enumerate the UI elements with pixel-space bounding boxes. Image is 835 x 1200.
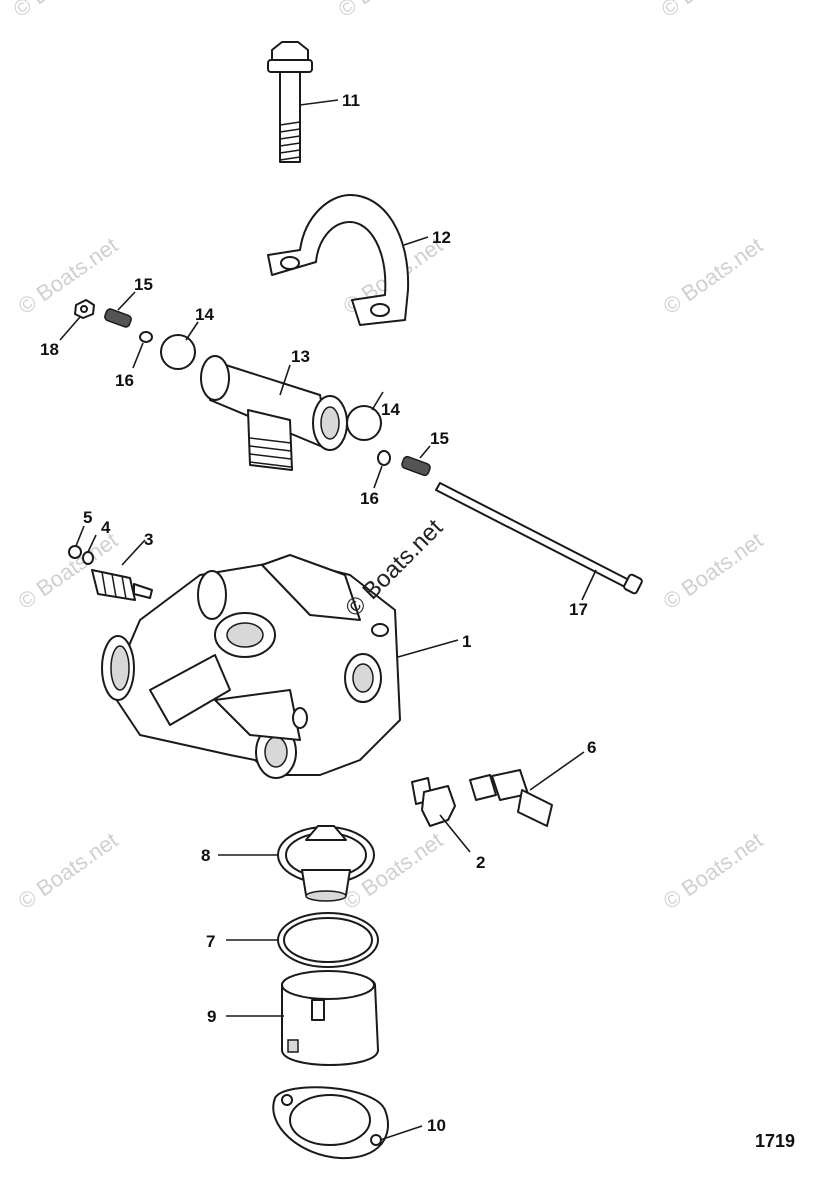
callout-7: 7 [206,932,215,951]
callout-13: 13 [291,347,310,366]
part-10-gasket [272,1086,389,1160]
callout-12: 12 [432,228,451,247]
part-1-housing [101,554,401,779]
part-16-washer [139,331,153,343]
part-8-thermostat [277,825,375,902]
callout-6: 6 [587,738,596,757]
part-5-nut [68,545,82,559]
figure-number: 1719 [755,1131,795,1151]
part-13-tee-fitting [200,355,348,471]
part-14-ball [160,334,196,370]
part-14-ball [346,405,382,441]
callout-9: 9 [207,1007,216,1026]
callout-16: 16 [115,371,134,390]
part-11-bolt [267,41,313,163]
callout-2: 2 [476,853,485,872]
callout-4: 4 [101,518,111,537]
callout-16: 16 [360,489,379,508]
part-7-o-ring [277,912,379,968]
part-2-plug [411,777,456,827]
part-12-bracket [267,194,410,326]
callout-11: 11 [342,91,360,110]
part-9-sleeve [281,970,379,1066]
callout-14: 14 [381,400,400,419]
part-15-spring [104,308,132,328]
watermark: © Boats.net [657,0,766,22]
callout-1: 1 [462,632,471,651]
part-4-washer [82,551,94,565]
watermark: © Boats.net [659,232,768,319]
watermark: © Boats.net [334,0,443,22]
callout-15: 15 [134,275,153,294]
callout-3: 3 [144,530,153,549]
watermark: © Boats.net [14,527,123,614]
part-6-sender [469,769,553,827]
callout-18: 18 [40,340,59,359]
watermark-main: © Boats.net [340,514,448,622]
callout-15: 15 [430,429,449,448]
part-15-spring [401,455,431,477]
callout-5: 5 [83,508,92,527]
watermark: © Boats.net [14,232,123,319]
callout-10: 10 [427,1116,446,1135]
part-18-nut [74,299,95,319]
part-17-rod [435,482,643,595]
part-3-sensor [91,569,153,601]
callout-labels: 11 12 15 14 18 16 13 14 15 16 5 4 3 17 1… [40,91,596,1135]
part-16-washer [377,450,391,466]
callout-17: 17 [569,600,588,619]
callout-8: 8 [201,846,210,865]
callout-14: 14 [195,305,214,324]
leader-lines [59,99,597,1141]
watermark: © Boats.net [659,827,768,914]
watermark: © Boats.net [659,527,768,614]
watermark: © Boats.net [9,0,118,22]
watermark: © Boats.net [14,827,123,914]
